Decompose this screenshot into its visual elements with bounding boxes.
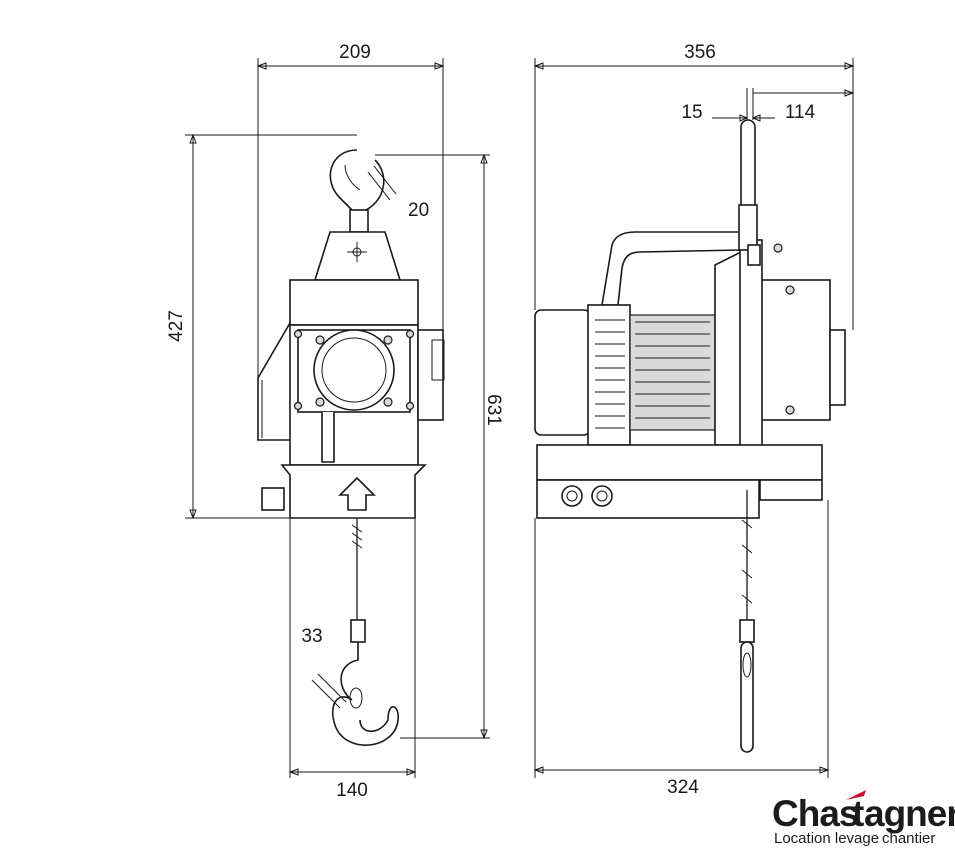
side-view-dimensions [533,58,855,778]
logo-accent-mark [846,790,866,800]
dim-right-width-bottom: 324 [667,777,699,798]
logo-name-part1: Chas [772,793,859,834]
chastagner-logo: Chas t agner Location levage chantier [772,790,955,847]
dim-right-offset: 114 [785,102,816,123]
side-view [534,119,846,753]
logo-slogan-left: Location levage [774,830,879,847]
dim-left-width-top: 209 [339,42,371,63]
dim-right-width-top: 356 [684,42,716,63]
front-view [257,149,445,746]
dim-left-height: 427 [166,310,187,342]
dim-hook-throat-top: 20 [408,200,429,221]
dim-total-height: 631 [483,394,504,426]
logo-name-part2: agner [864,793,955,834]
dim-hook-throat-bottom: 33 [301,626,322,647]
logo-name-t: t [852,793,864,834]
dim-left-width-bottom: 140 [336,780,368,801]
dim-rope-offset: 15 [681,102,702,123]
logo-slogan-right: chantier [882,830,935,847]
motor-fins [595,319,710,429]
front-view-dimensions [185,58,490,778]
